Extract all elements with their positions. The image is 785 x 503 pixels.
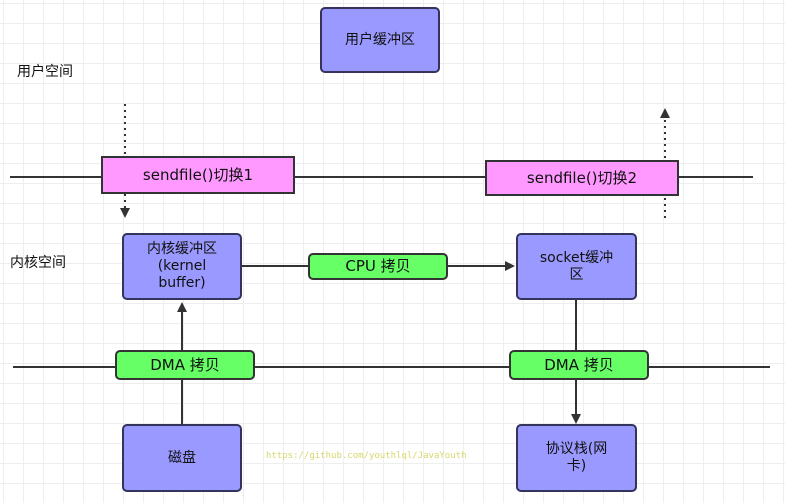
protocol-stack-box: 协议栈(网 卡) (516, 424, 637, 492)
user-buffer-box: 用户缓冲区 (320, 7, 440, 73)
disk-box: 磁盘 (122, 424, 242, 492)
sendfile-switch-1: sendfile()切换1 (101, 156, 295, 194)
cpu-copy-label: CPU 拷贝 (308, 253, 448, 280)
socket-buffer-box: socket缓冲 区 (516, 233, 637, 300)
watermark-text: https://github.com/youthlql/JavaYouth (266, 451, 467, 461)
dma-copy-right-label: DMA 拷贝 (509, 350, 649, 380)
kernel-space-label: 内核空间 (10, 255, 66, 271)
kernel-buffer-box: 内核缓冲区 (kernel buffer) (122, 233, 242, 300)
sendfile-switch-2: sendfile()切换2 (485, 160, 679, 196)
user-space-label: 用户空间 (17, 64, 73, 80)
dma-copy-left-label: DMA 拷贝 (115, 350, 255, 380)
